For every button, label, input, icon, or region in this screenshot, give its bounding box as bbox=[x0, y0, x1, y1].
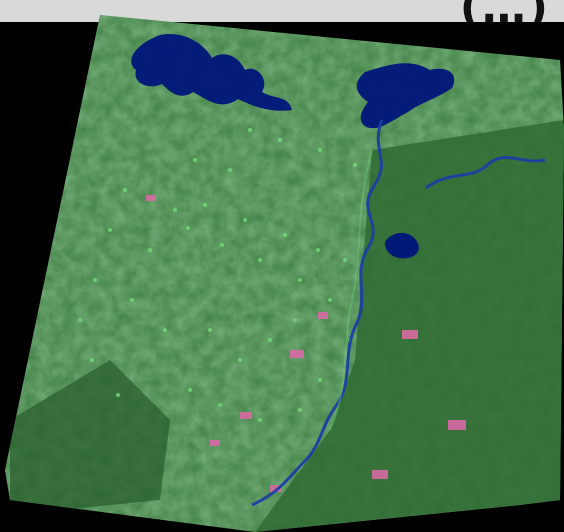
small-lake bbox=[384, 232, 419, 259]
reservoir-right bbox=[356, 63, 455, 129]
dark-vegetation-patch bbox=[10, 360, 170, 510]
reservoir-left bbox=[131, 34, 292, 111]
top-caption-strip: (…) bbox=[0, 0, 564, 22]
forest-region bbox=[255, 120, 564, 532]
main-river bbox=[251, 119, 384, 507]
top-caption-text: (…) bbox=[460, 0, 550, 22]
landcover-boundary bbox=[329, 149, 373, 431]
tributary-river bbox=[425, 156, 546, 190]
